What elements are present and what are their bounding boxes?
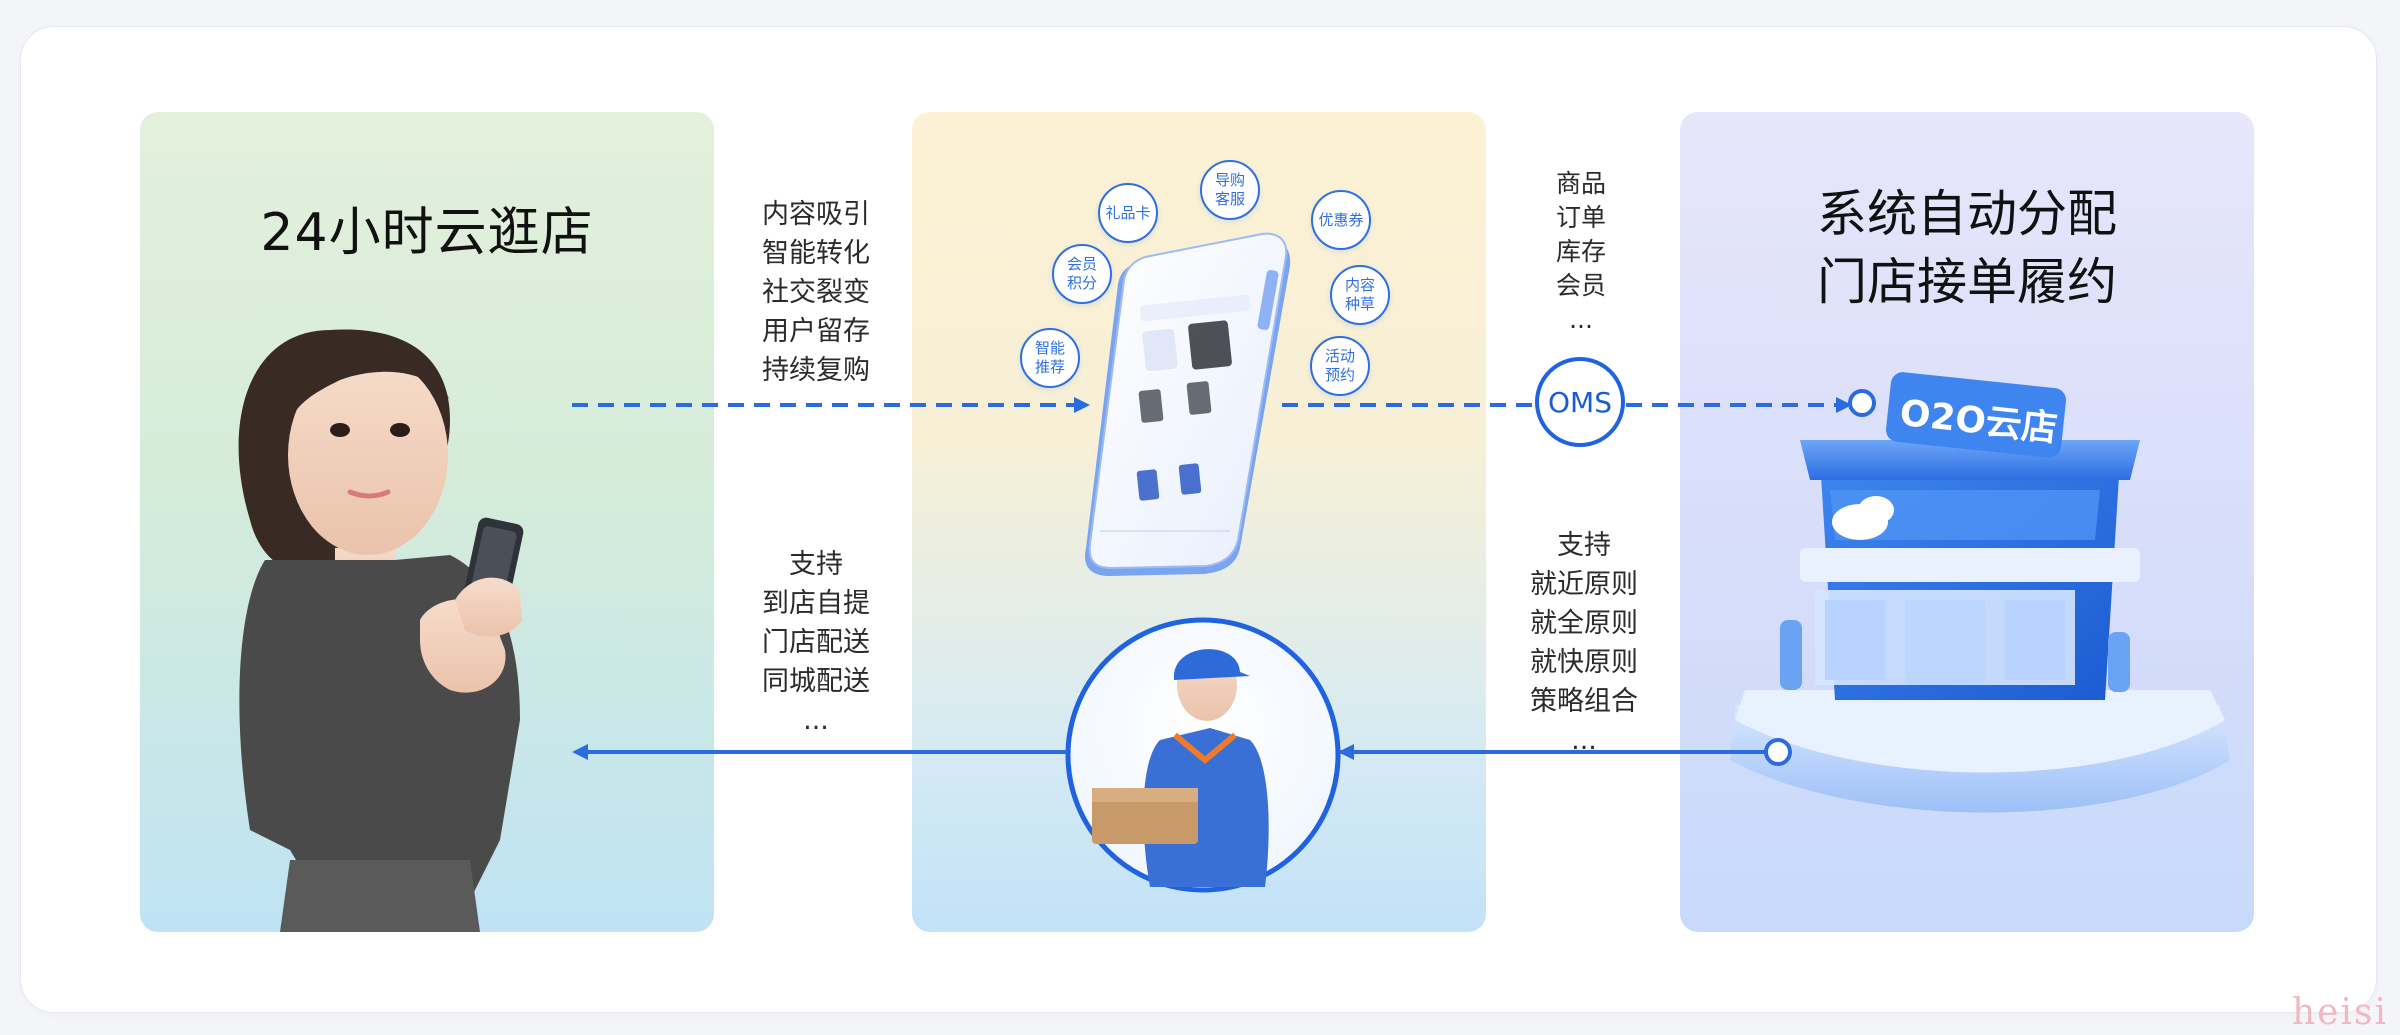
bubble-smart-recommend: 智能推荐 (1020, 328, 1080, 388)
bubble-event-booking: 活动预约 (1310, 336, 1370, 396)
benefit-item: 智能转化 (762, 238, 870, 269)
benefit-item: 用户留存 (762, 316, 870, 347)
rule-item: ... (1571, 725, 1597, 756)
rule-item: 策略组合 (1530, 686, 1638, 717)
customer-title: 24小时云逛店 (260, 203, 594, 263)
bubble-content-seeding: 内容种草 (1330, 265, 1390, 325)
phone-app-illustration (1085, 232, 1291, 576)
delivery-options-list: 支持 到店自提 门店配送 同城配送 ... (742, 545, 890, 740)
oms-data-list: 商品 订单 库存 会员 ... (1528, 167, 1634, 337)
rule-item: 就快原则 (1530, 647, 1638, 678)
store-title: 系统自动分配 门店接单履约 (1680, 180, 2254, 316)
rule-item: 就近原则 (1530, 569, 1638, 600)
delivery-item: 支持 (789, 549, 843, 580)
delivery-item: 门店配送 (762, 627, 870, 658)
store-title-line1: 系统自动分配 (1817, 185, 2117, 243)
allocation-rules-list: 支持 就近原则 就全原则 就快原则 策略组合 ... (1510, 526, 1658, 760)
data-item: ... (1569, 305, 1593, 334)
bubble-gift-card: 礼品卡 (1098, 183, 1158, 243)
data-item: 库存 (1555, 237, 1606, 266)
bubble-coupon: 优惠券 (1311, 190, 1371, 250)
delivery-item: 到店自提 (762, 588, 870, 619)
store-title-line2: 门店接单履约 (1817, 253, 2117, 311)
data-item: 商品 (1555, 169, 1606, 198)
rule-item: 支持 (1557, 530, 1611, 561)
delivery-item: 同城配送 (762, 666, 870, 697)
benefits-list: 内容吸引 智能转化 社交裂变 用户留存 持续复购 (742, 195, 890, 390)
watermark: heisi (2292, 992, 2388, 1033)
store-illustration (1730, 372, 2230, 813)
bubble-guide-service: 导购客服 (1200, 160, 1260, 220)
flow-arrows (572, 389, 1876, 766)
oms-node: OMS (1535, 357, 1625, 447)
data-item: 订单 (1555, 203, 1606, 232)
delivery-item: ... (803, 705, 829, 736)
courier-illustration (1065, 617, 1341, 893)
rule-item: 就全原则 (1530, 608, 1638, 639)
benefit-item: 社交裂变 (762, 277, 870, 308)
benefit-item: 内容吸引 (762, 199, 870, 230)
customer-woman-illustration (238, 329, 524, 932)
data-item: 会员 (1555, 271, 1606, 300)
benefit-item: 持续复购 (762, 355, 870, 386)
bubble-member-points: 会员积分 (1052, 244, 1112, 304)
